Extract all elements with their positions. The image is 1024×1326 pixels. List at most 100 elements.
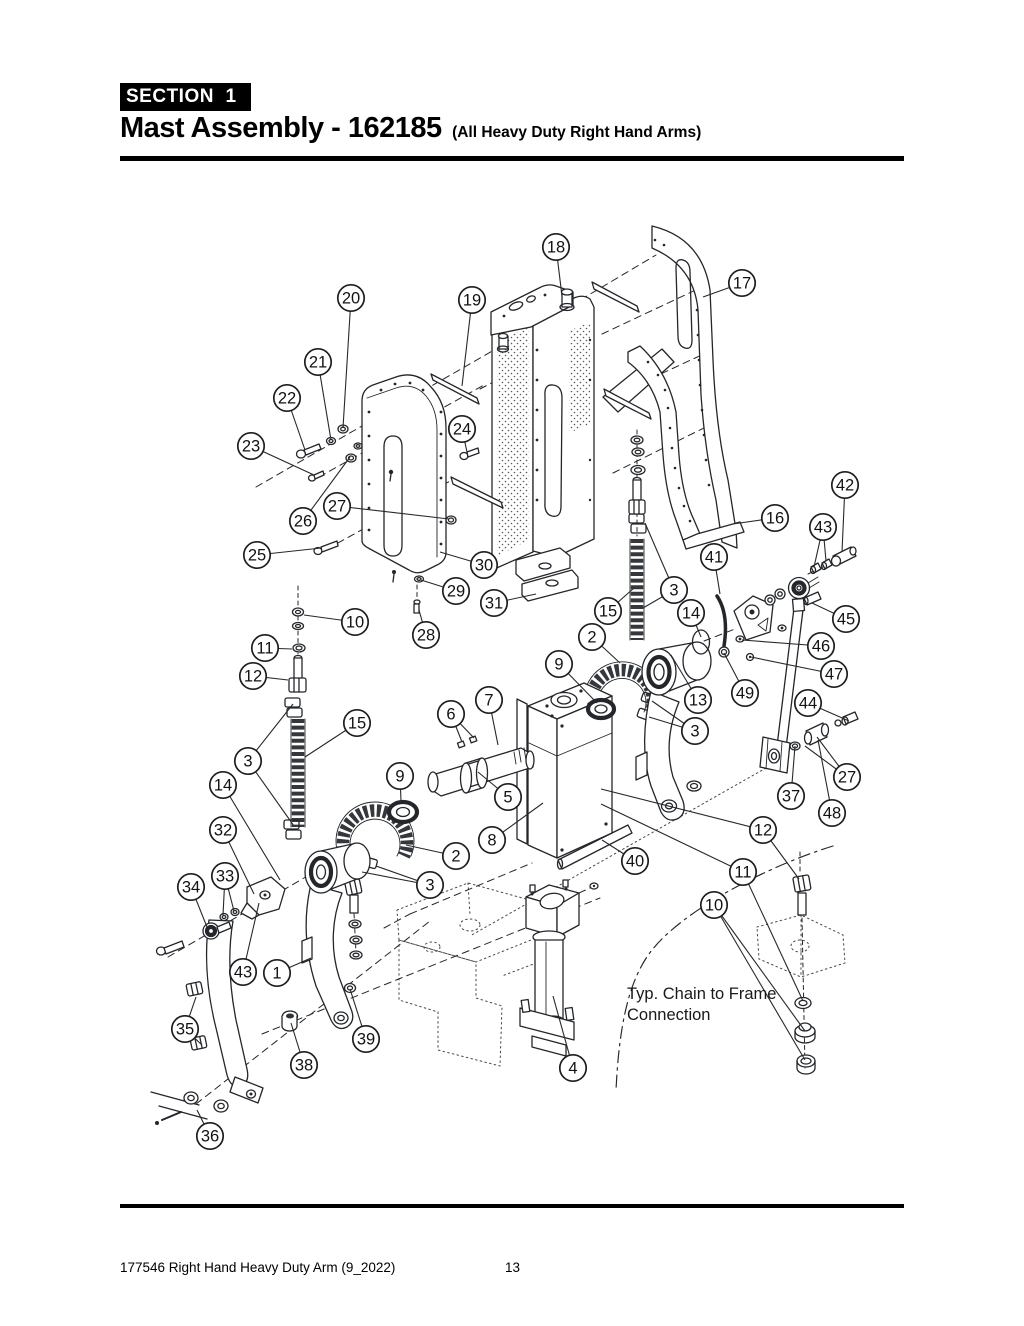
balloon-9: 9 (385, 761, 415, 791)
balloon-39: 39 (351, 1024, 381, 1054)
svg-text:30: 30 (475, 556, 493, 574)
svg-text:3: 3 (243, 752, 252, 770)
balloon-1: 1 (262, 958, 292, 988)
footer-page-number: 13 (505, 1260, 521, 1275)
balloon-3: 3 (415, 870, 445, 900)
balloon-15: 15 (342, 708, 372, 738)
idler-housing-right (592, 641, 712, 821)
balloon-42: 42 (830, 470, 860, 500)
chain-guard-left (361, 374, 447, 574)
svg-text:13: 13 (689, 691, 707, 709)
balloon-5: 5 (493, 782, 523, 812)
svg-text:29: 29 (447, 582, 465, 600)
svg-text:23: 23 (242, 437, 260, 455)
balloon-3: 3 (680, 716, 710, 746)
balloon-10: 10 (699, 890, 729, 920)
svg-text:39: 39 (357, 1030, 375, 1048)
balloon-41: 41 (699, 542, 729, 572)
svg-text:32: 32 (214, 821, 232, 839)
balloon-18: 18 (541, 232, 571, 262)
svg-text:10: 10 (346, 613, 364, 631)
balloon-28: 28 (411, 620, 441, 650)
balloon-14: 14 (676, 598, 706, 628)
svg-text:21: 21 (309, 353, 327, 371)
svg-text:45: 45 (837, 610, 855, 628)
balloon-8: 8 (477, 825, 507, 855)
balloon-21: 21 (303, 347, 333, 377)
svg-text:7: 7 (484, 691, 493, 709)
balloon-43: 43 (808, 512, 838, 542)
balloon-24: 24 (447, 414, 477, 444)
balloon-47: 47 (819, 659, 849, 689)
svg-text:5: 5 (503, 788, 512, 806)
svg-text:12: 12 (244, 667, 262, 685)
svg-text:15: 15 (599, 602, 617, 620)
balloon-48: 48 (817, 798, 847, 828)
balloon-15: 15 (593, 596, 623, 626)
svg-text:46: 46 (812, 637, 830, 655)
svg-text:27: 27 (838, 768, 856, 786)
svg-text:35: 35 (176, 1020, 194, 1038)
tension-rods (430, 281, 652, 870)
svg-text:20: 20 (342, 289, 360, 307)
svg-text:8: 8 (487, 831, 496, 849)
balloon-12: 12 (238, 661, 268, 691)
svg-text:3: 3 (669, 581, 678, 599)
balloon-6: 6 (436, 699, 466, 729)
svg-text:Connection: Connection (627, 1006, 710, 1024)
balloon-2: 2 (441, 841, 471, 871)
balloon-30: 30 (469, 550, 499, 580)
balloon-23: 23 (236, 431, 266, 461)
svg-text:28: 28 (417, 626, 435, 644)
svg-text:42: 42 (836, 476, 854, 494)
balloon-36: 36 (195, 1121, 225, 1151)
svg-text:6: 6 (446, 705, 455, 723)
callout-boundary (615, 845, 834, 1091)
support-strut (691, 546, 859, 774)
svg-text:22: 22 (278, 389, 296, 407)
balloon-31: 31 (479, 588, 509, 618)
svg-text:3: 3 (690, 722, 699, 740)
svg-text:17: 17 (733, 274, 751, 292)
balloon-32: 32 (208, 815, 238, 845)
balloon-10: 10 (340, 607, 370, 637)
balloon-4: 4 (558, 1053, 588, 1083)
balloon-14: 14 (208, 770, 238, 800)
balloon-26: 26 (288, 506, 318, 536)
svg-text:3: 3 (425, 876, 434, 894)
chain-guard-right-inner (602, 345, 745, 550)
balloon-22: 22 (272, 383, 302, 413)
balloon-11: 11 (728, 857, 758, 887)
balloon-46: 46 (806, 631, 836, 661)
balloon-34: 34 (176, 872, 206, 902)
svg-text:43: 43 (814, 518, 832, 536)
balloon-2: 2 (577, 622, 607, 652)
svg-text:Typ. Chain to Frame: Typ. Chain to Frame (627, 985, 776, 1003)
svg-text:19: 19 (463, 291, 481, 309)
balloon-27: 27 (832, 762, 862, 792)
balloon-33: 33 (210, 861, 240, 891)
svg-text:14: 14 (682, 604, 700, 622)
balloon-9: 9 (544, 649, 574, 679)
svg-text:37: 37 (782, 787, 800, 805)
chain-guard-right-outer (651, 225, 738, 549)
balloon-19: 19 (457, 285, 487, 315)
svg-text:33: 33 (216, 867, 234, 885)
svg-text:49: 49 (736, 684, 754, 702)
footer-doc-title: 177546 Right Hand Heavy Duty Arm (9_2022… (120, 1260, 396, 1275)
balloon-3: 3 (233, 746, 263, 776)
balloon-13: 13 (683, 685, 713, 715)
svg-text:47: 47 (825, 665, 843, 683)
svg-text:15: 15 (348, 714, 366, 732)
balloon-16: 16 (760, 503, 790, 533)
svg-text:26: 26 (294, 512, 312, 530)
chain-bar-links (150, 876, 357, 1125)
balloon-43: 43 (228, 957, 258, 987)
svg-text:24: 24 (453, 420, 471, 438)
svg-text:11: 11 (734, 863, 751, 881)
svg-text:43: 43 (234, 963, 252, 981)
balloon-29: 29 (441, 576, 471, 606)
svg-text:9: 9 (554, 655, 563, 673)
